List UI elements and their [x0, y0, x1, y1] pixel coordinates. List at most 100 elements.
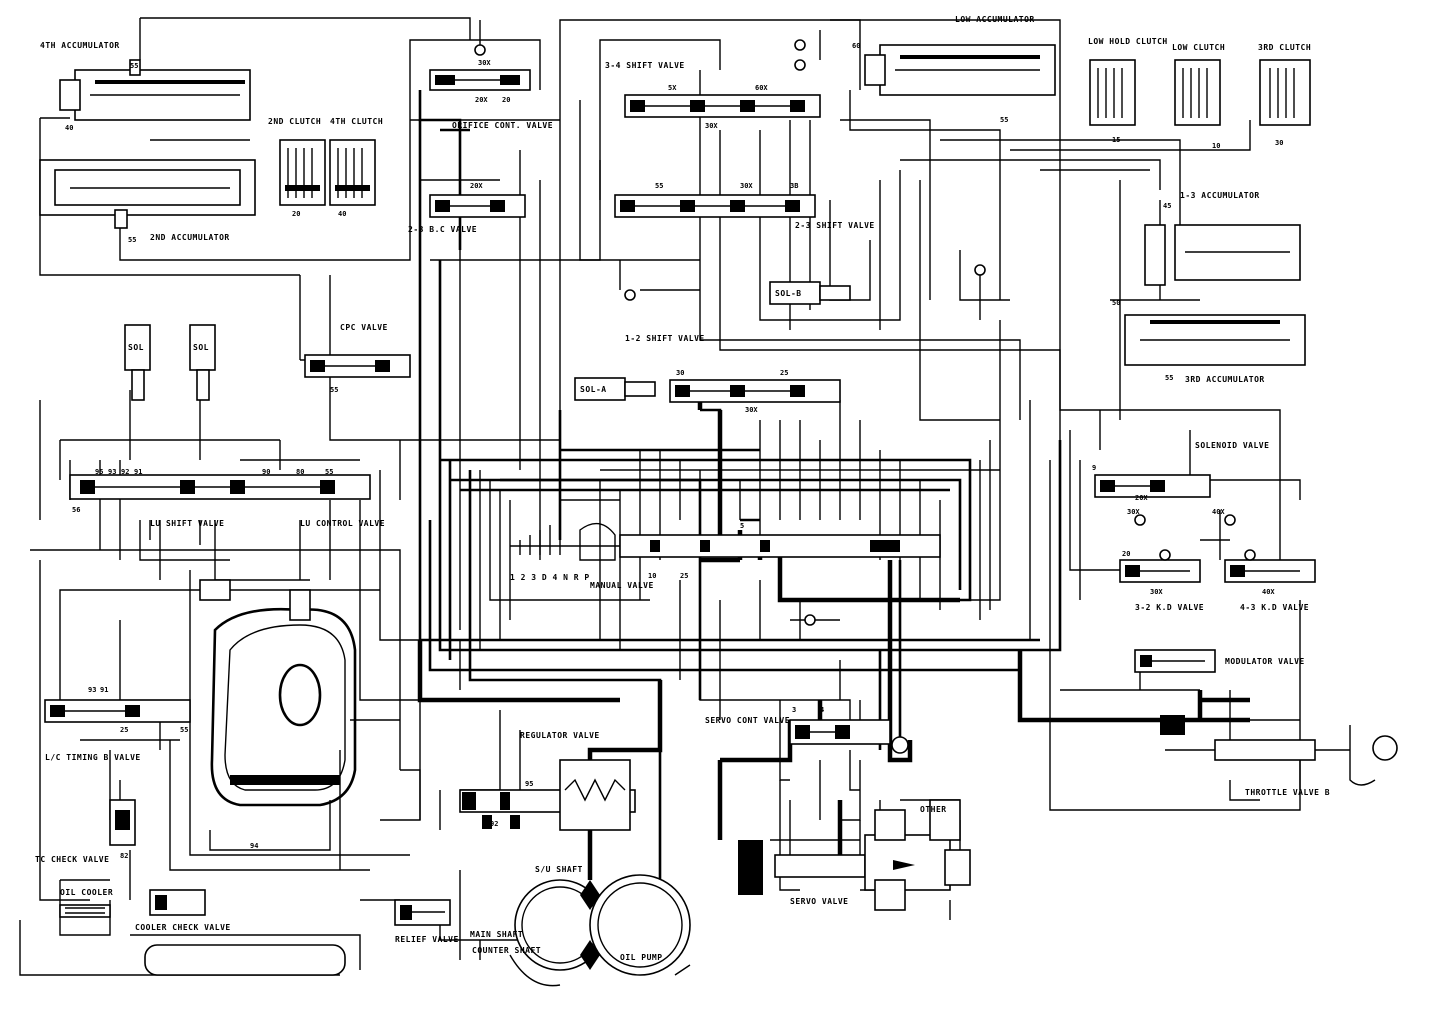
label-solenoid-b: SOL-B [775, 289, 802, 298]
port-number: 25 [120, 726, 128, 734]
label-3-2-kd-valve: 3-2 K.D VALVE [1135, 603, 1204, 612]
b-c-valve-2-3 [429, 194, 526, 218]
port-number: 15 [1112, 136, 1120, 144]
port-number: 20 [502, 96, 510, 104]
port-number: 55 [180, 726, 188, 734]
port-number: 82 [120, 852, 128, 860]
label-1-3-accumulator: 1-3 ACCUMULATOR [1180, 191, 1260, 200]
label-cooler-check-valve: COOLER CHECK VALVE [135, 923, 231, 932]
port-number: 40X [1212, 508, 1225, 516]
port-number: 55 [1000, 116, 1008, 124]
cpc-valve [304, 354, 411, 378]
port-numbers: 55 40 55 20 40 20X 30X 20 5X 30X 55 20X … [65, 42, 1283, 860]
clutch-2nd [279, 139, 326, 206]
label-solenoid-d: SOL [193, 343, 209, 352]
relief-valve [394, 899, 451, 926]
port-number: 94 [250, 842, 258, 850]
port-number: 55 [330, 386, 338, 394]
port-number: 20X [475, 96, 488, 104]
label-modulator-valve: MODULATOR VALVE [1225, 657, 1305, 666]
label-2-3-bc-valve: 2-3 B.C VALVE [408, 225, 477, 234]
port-number: 60 [852, 42, 860, 50]
accumulator-4th [59, 59, 251, 121]
label-3rd-accumulator: 3RD ACCUMULATOR [1185, 375, 1265, 384]
label-low-accumulator: LOW ACCUMULATOR [955, 15, 1035, 24]
label-3rd-clutch: 3RD CLUTCH [1258, 43, 1311, 52]
torque-converter [199, 579, 357, 851]
port-number: 55 [655, 182, 663, 190]
shift-valve-3-4 [624, 94, 821, 118]
port-number: 60X [755, 84, 768, 92]
port-number: 5 [740, 522, 744, 530]
label-3-4-shift-valve: 3-4 SHIFT VALVE [605, 61, 685, 70]
modulator-valve [1134, 649, 1216, 673]
label-4-3-kd-valve: 4-3 K.D VALVE [1240, 603, 1309, 612]
port-number: 30X [1127, 508, 1140, 516]
servo-control-valve [789, 719, 909, 754]
port-number: 50 [1112, 299, 1120, 307]
label-main-shaft: MAIN SHAFT [470, 930, 523, 939]
label-lu-control-valve: LU CONTROL VALVE [300, 519, 385, 528]
port-number: 55 [325, 468, 333, 476]
label-counter-shaft: COUNTER SHAFT [472, 946, 541, 955]
cooler-check-valve [149, 889, 206, 916]
port-number: 3B [790, 182, 798, 190]
port-number: 55 [128, 236, 136, 244]
solenoid-c [124, 324, 151, 401]
label-manual-valve: MANUAL VALVE [590, 581, 654, 590]
port-number: 40 [65, 124, 73, 132]
port-number: 20 [1122, 550, 1130, 558]
port-number: 91 [100, 686, 108, 694]
label-2-3-shift-valve: 2-3 SHIFT VALVE [795, 221, 875, 230]
port-number: 92 [121, 468, 129, 476]
solenoid-a [574, 377, 656, 401]
solenoid-b [769, 281, 851, 305]
port-number: 45 [1163, 202, 1171, 210]
component-labels: 4TH ACCUMULATOR 2ND ACCUMULATOR 2ND CLUT… [35, 15, 1330, 962]
manual-valve [510, 520, 941, 561]
throttle-valve-b [1160, 715, 1398, 786]
port-number: 30X [478, 59, 491, 67]
lu-shift-and-control-valve [69, 474, 371, 500]
regulator-valve [459, 759, 636, 831]
port-number: 40 [338, 210, 346, 218]
port-number: 93 [88, 686, 96, 694]
accumulator-3rd [1124, 314, 1306, 366]
label-stator-shaft: S/U SHAFT [535, 865, 583, 874]
label-servo-control-valve: SERVO CONT VALVE [705, 716, 790, 725]
solenoid-d [189, 324, 216, 401]
label-low-hold-clutch: LOW HOLD CLUTCH [1088, 37, 1168, 46]
port-number: 30X [740, 182, 753, 190]
oil-pump [509, 874, 691, 987]
port-number: 80 [296, 468, 304, 476]
port-number: 30 [676, 369, 684, 377]
label-1-2-shift-valve: 1-2 SHIFT VALVE [625, 334, 705, 343]
label-solenoid-relay-valve: SOLENOID VALVE [1195, 441, 1269, 450]
label-lu-shift-valve: LU SHIFT VALVE [150, 519, 224, 528]
kd-valve-3-2 [1119, 559, 1201, 583]
port-number: 25 [780, 369, 788, 377]
port-number: 20X [470, 182, 483, 190]
accumulator-2nd [39, 159, 256, 229]
clutch-low [1174, 59, 1221, 126]
lube-reservoir [144, 944, 346, 976]
label-throttle-valve-b: THROTTLE VALVE B [1245, 788, 1330, 797]
lc-timing-valve [44, 699, 191, 723]
label-gear-positions: 1 2 3 D 4 N R P [510, 573, 590, 582]
tc-check-valve [109, 799, 136, 846]
port-number: 56 [72, 506, 80, 514]
label-orifice-control-valve: ORIFICE CONT. VALVE [452, 121, 553, 130]
port-number: 20X [1135, 494, 1148, 502]
port-number: 95 [525, 780, 533, 788]
label-oil-cooler: OIL COOLER [60, 888, 113, 897]
accumulator-1-3 [1144, 224, 1301, 286]
port-number: 20 [292, 210, 300, 218]
servo-valve [738, 799, 971, 911]
port-number: 25 [680, 572, 688, 580]
orifice-control-valve [429, 69, 531, 91]
label-relief-valve: RELIEF VALVE [395, 935, 459, 944]
label-tc-check-valve: TC CHECK VALVE [35, 855, 109, 864]
label-lc-timing-valve: L/C TIMING B VALVE [45, 753, 141, 762]
port-number: 4 [820, 706, 824, 714]
